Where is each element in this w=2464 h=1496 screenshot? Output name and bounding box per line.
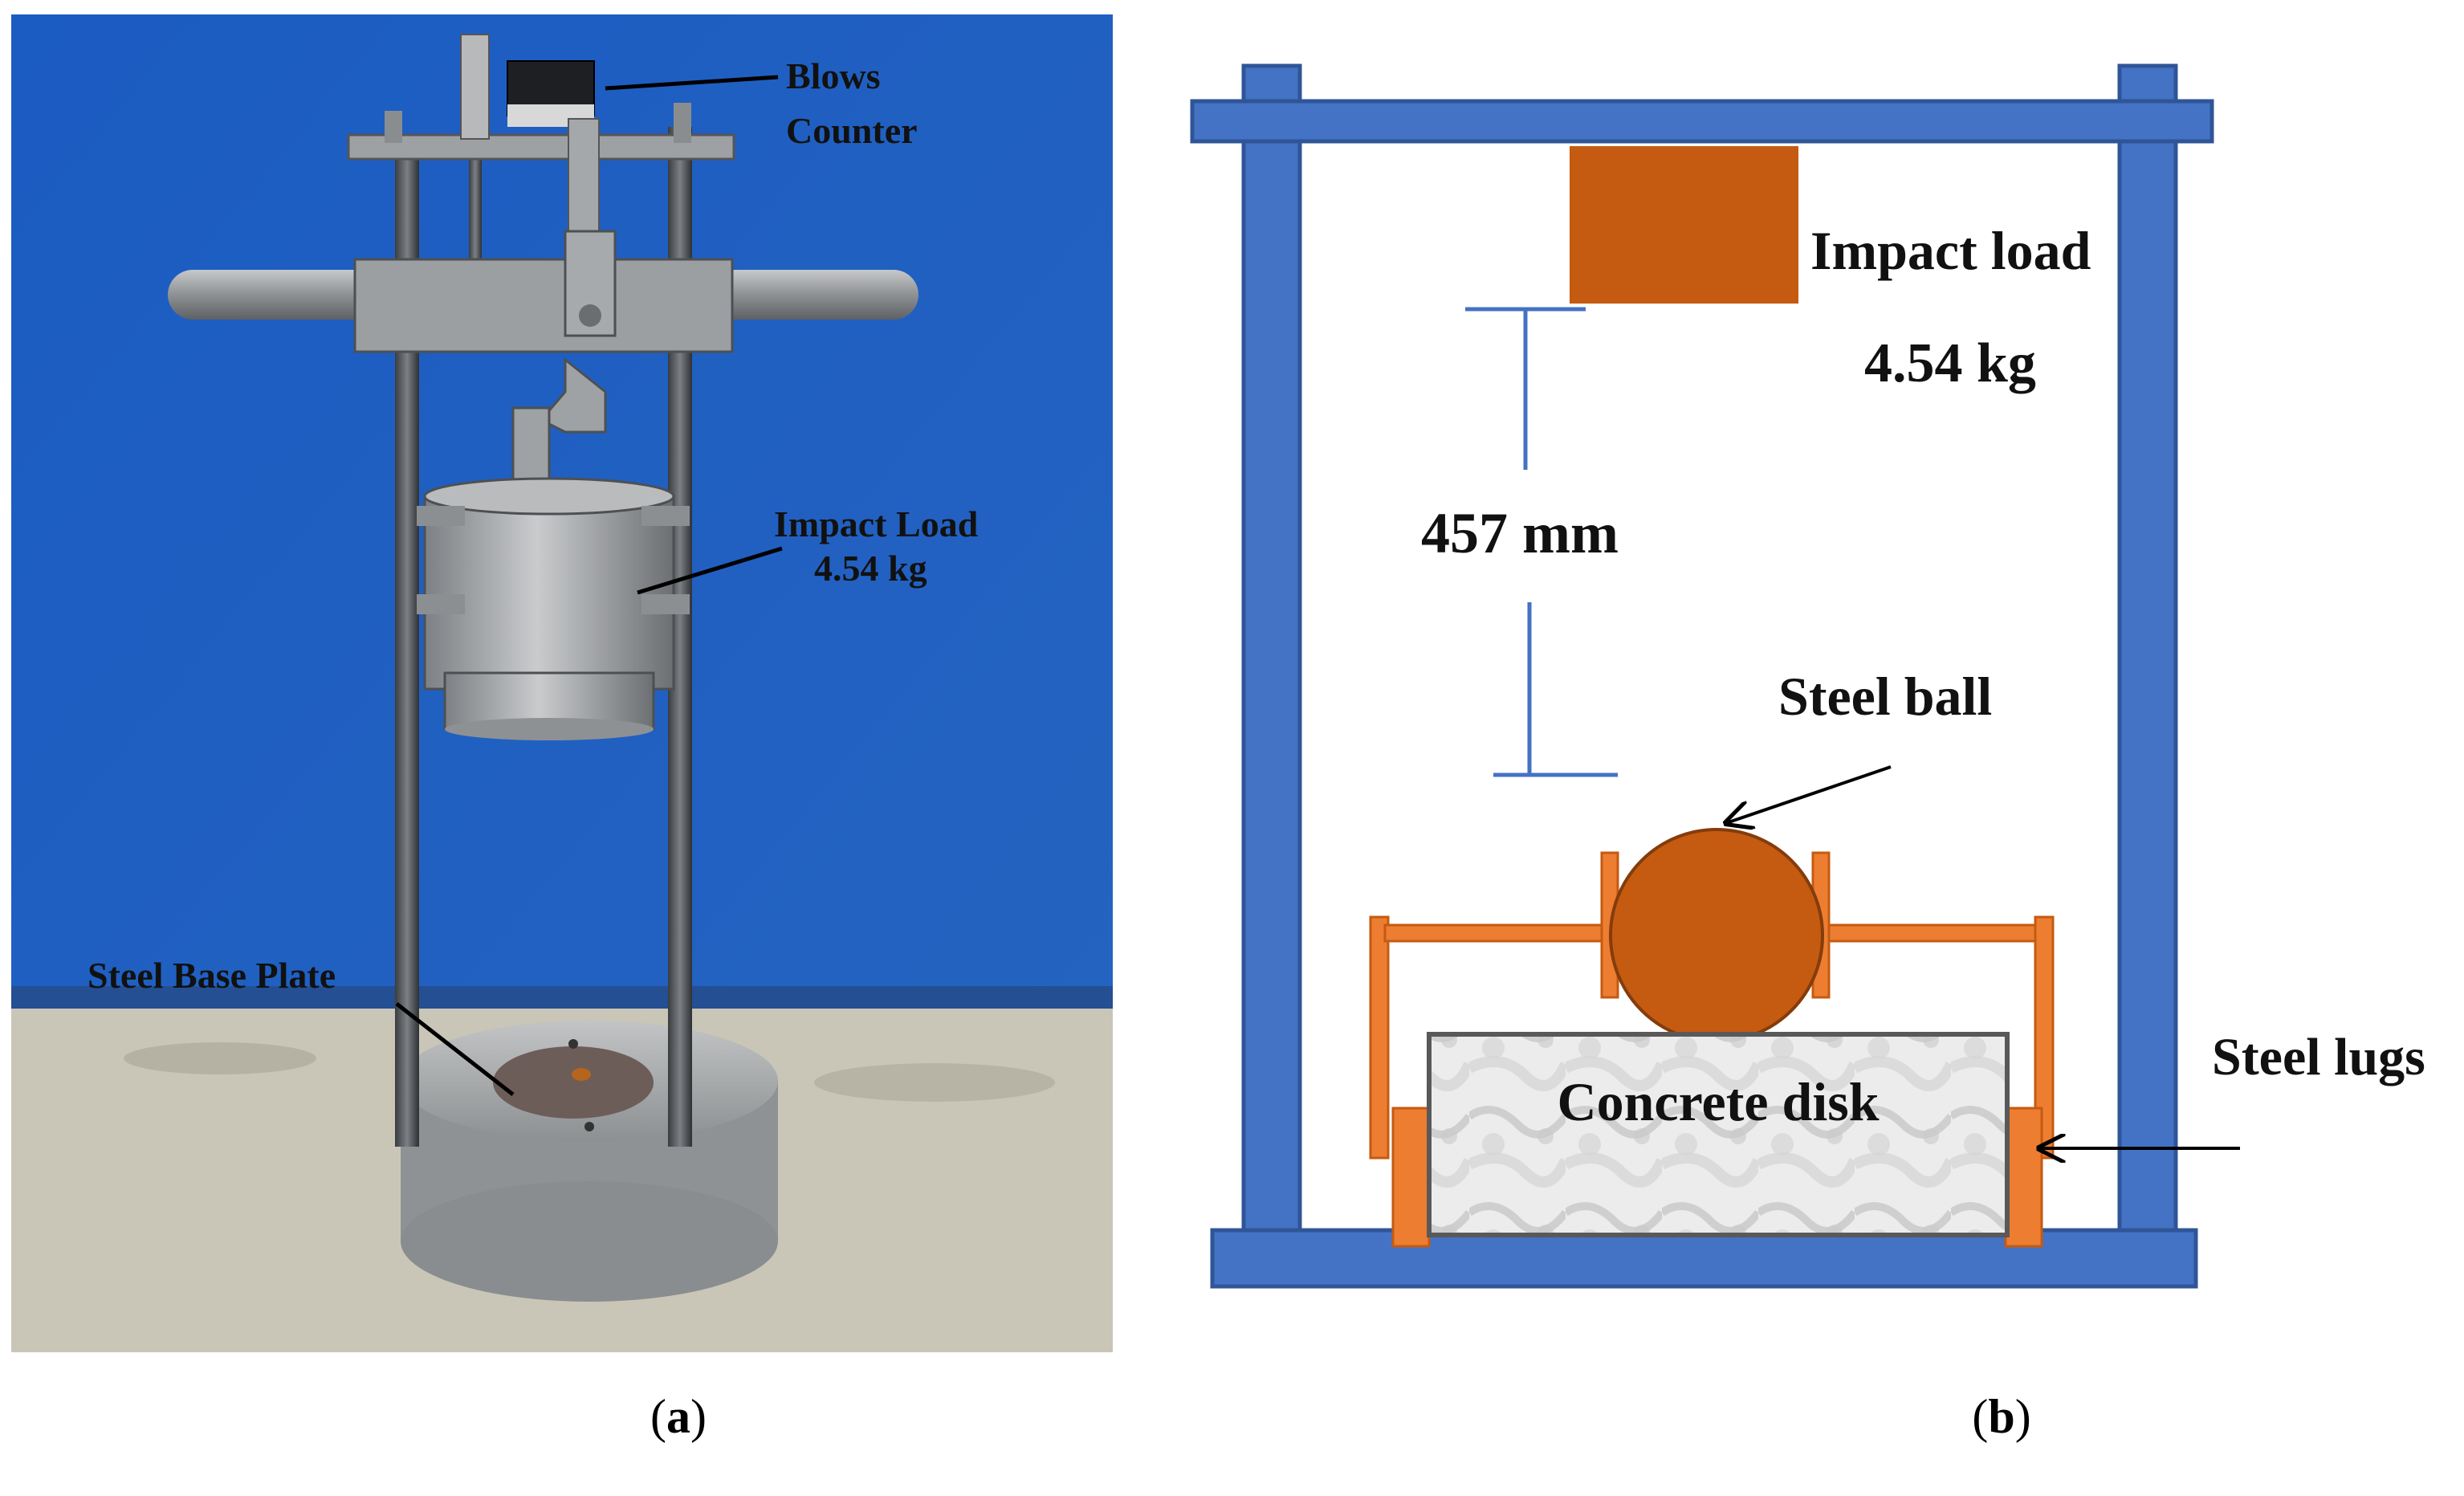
steel-base-plate-label: Steel Base Plate: [88, 955, 336, 996]
blows-counter-label-line1: Blows: [786, 55, 881, 96]
panel-a-photo: Blows Counter Impact Load 4.54 kg Steel …: [11, 14, 1113, 1352]
panel-b-schematic: Impact load 4.54 kg 457 mm Concrete disk: [1180, 32, 2464, 1349]
steel-base-plate: [401, 1021, 778, 1302]
impact-load-block: [1570, 146, 1798, 304]
impact-load-label-line1: Impact Load: [774, 503, 979, 544]
impact-load-cylinder: [417, 477, 690, 740]
impact-load-label-line2: 4.54 kg: [814, 548, 927, 589]
steel-ball-label: Steel ball: [1778, 666, 1992, 727]
right-frame-column: [2117, 63, 2178, 1249]
impact-mass-label: 4.54 kg: [1864, 332, 2036, 394]
drop-height-dimension: [1465, 307, 1618, 777]
bottom-frame-beam: [1210, 1228, 2198, 1289]
steel-ball: [1609, 828, 1824, 1043]
caption-a-letter: a: [666, 1390, 690, 1443]
concrete-disk-label: Concrete disk: [1557, 1071, 1879, 1132]
caption-b-letter: b: [1988, 1390, 2015, 1443]
top-crossbar: [347, 133, 735, 161]
left-frame-column: [1241, 63, 1302, 1249]
impact-load-label: Impact load: [1810, 220, 2091, 281]
steel-ball-arrow: [1726, 765, 1892, 823]
caption-b: (b): [1972, 1390, 2031, 1443]
schematic-diagram: Impact load 4.54 kg 457 mm Concrete disk: [1190, 63, 2425, 1289]
lifting-handle: [168, 230, 918, 353]
concrete-disk: [1427, 1032, 2010, 1237]
top-frame-beam: [1190, 99, 2214, 144]
apparatus-photo: Blows Counter Impact Load 4.54 kg Steel …: [11, 14, 1113, 1352]
steel-lugs-label: Steel lugs: [2212, 1028, 2425, 1086]
drop-height-label: 457 mm: [1421, 501, 1619, 565]
caption-a: (a): [650, 1390, 707, 1443]
blows-counter-label-line2: Counter: [786, 110, 918, 151]
